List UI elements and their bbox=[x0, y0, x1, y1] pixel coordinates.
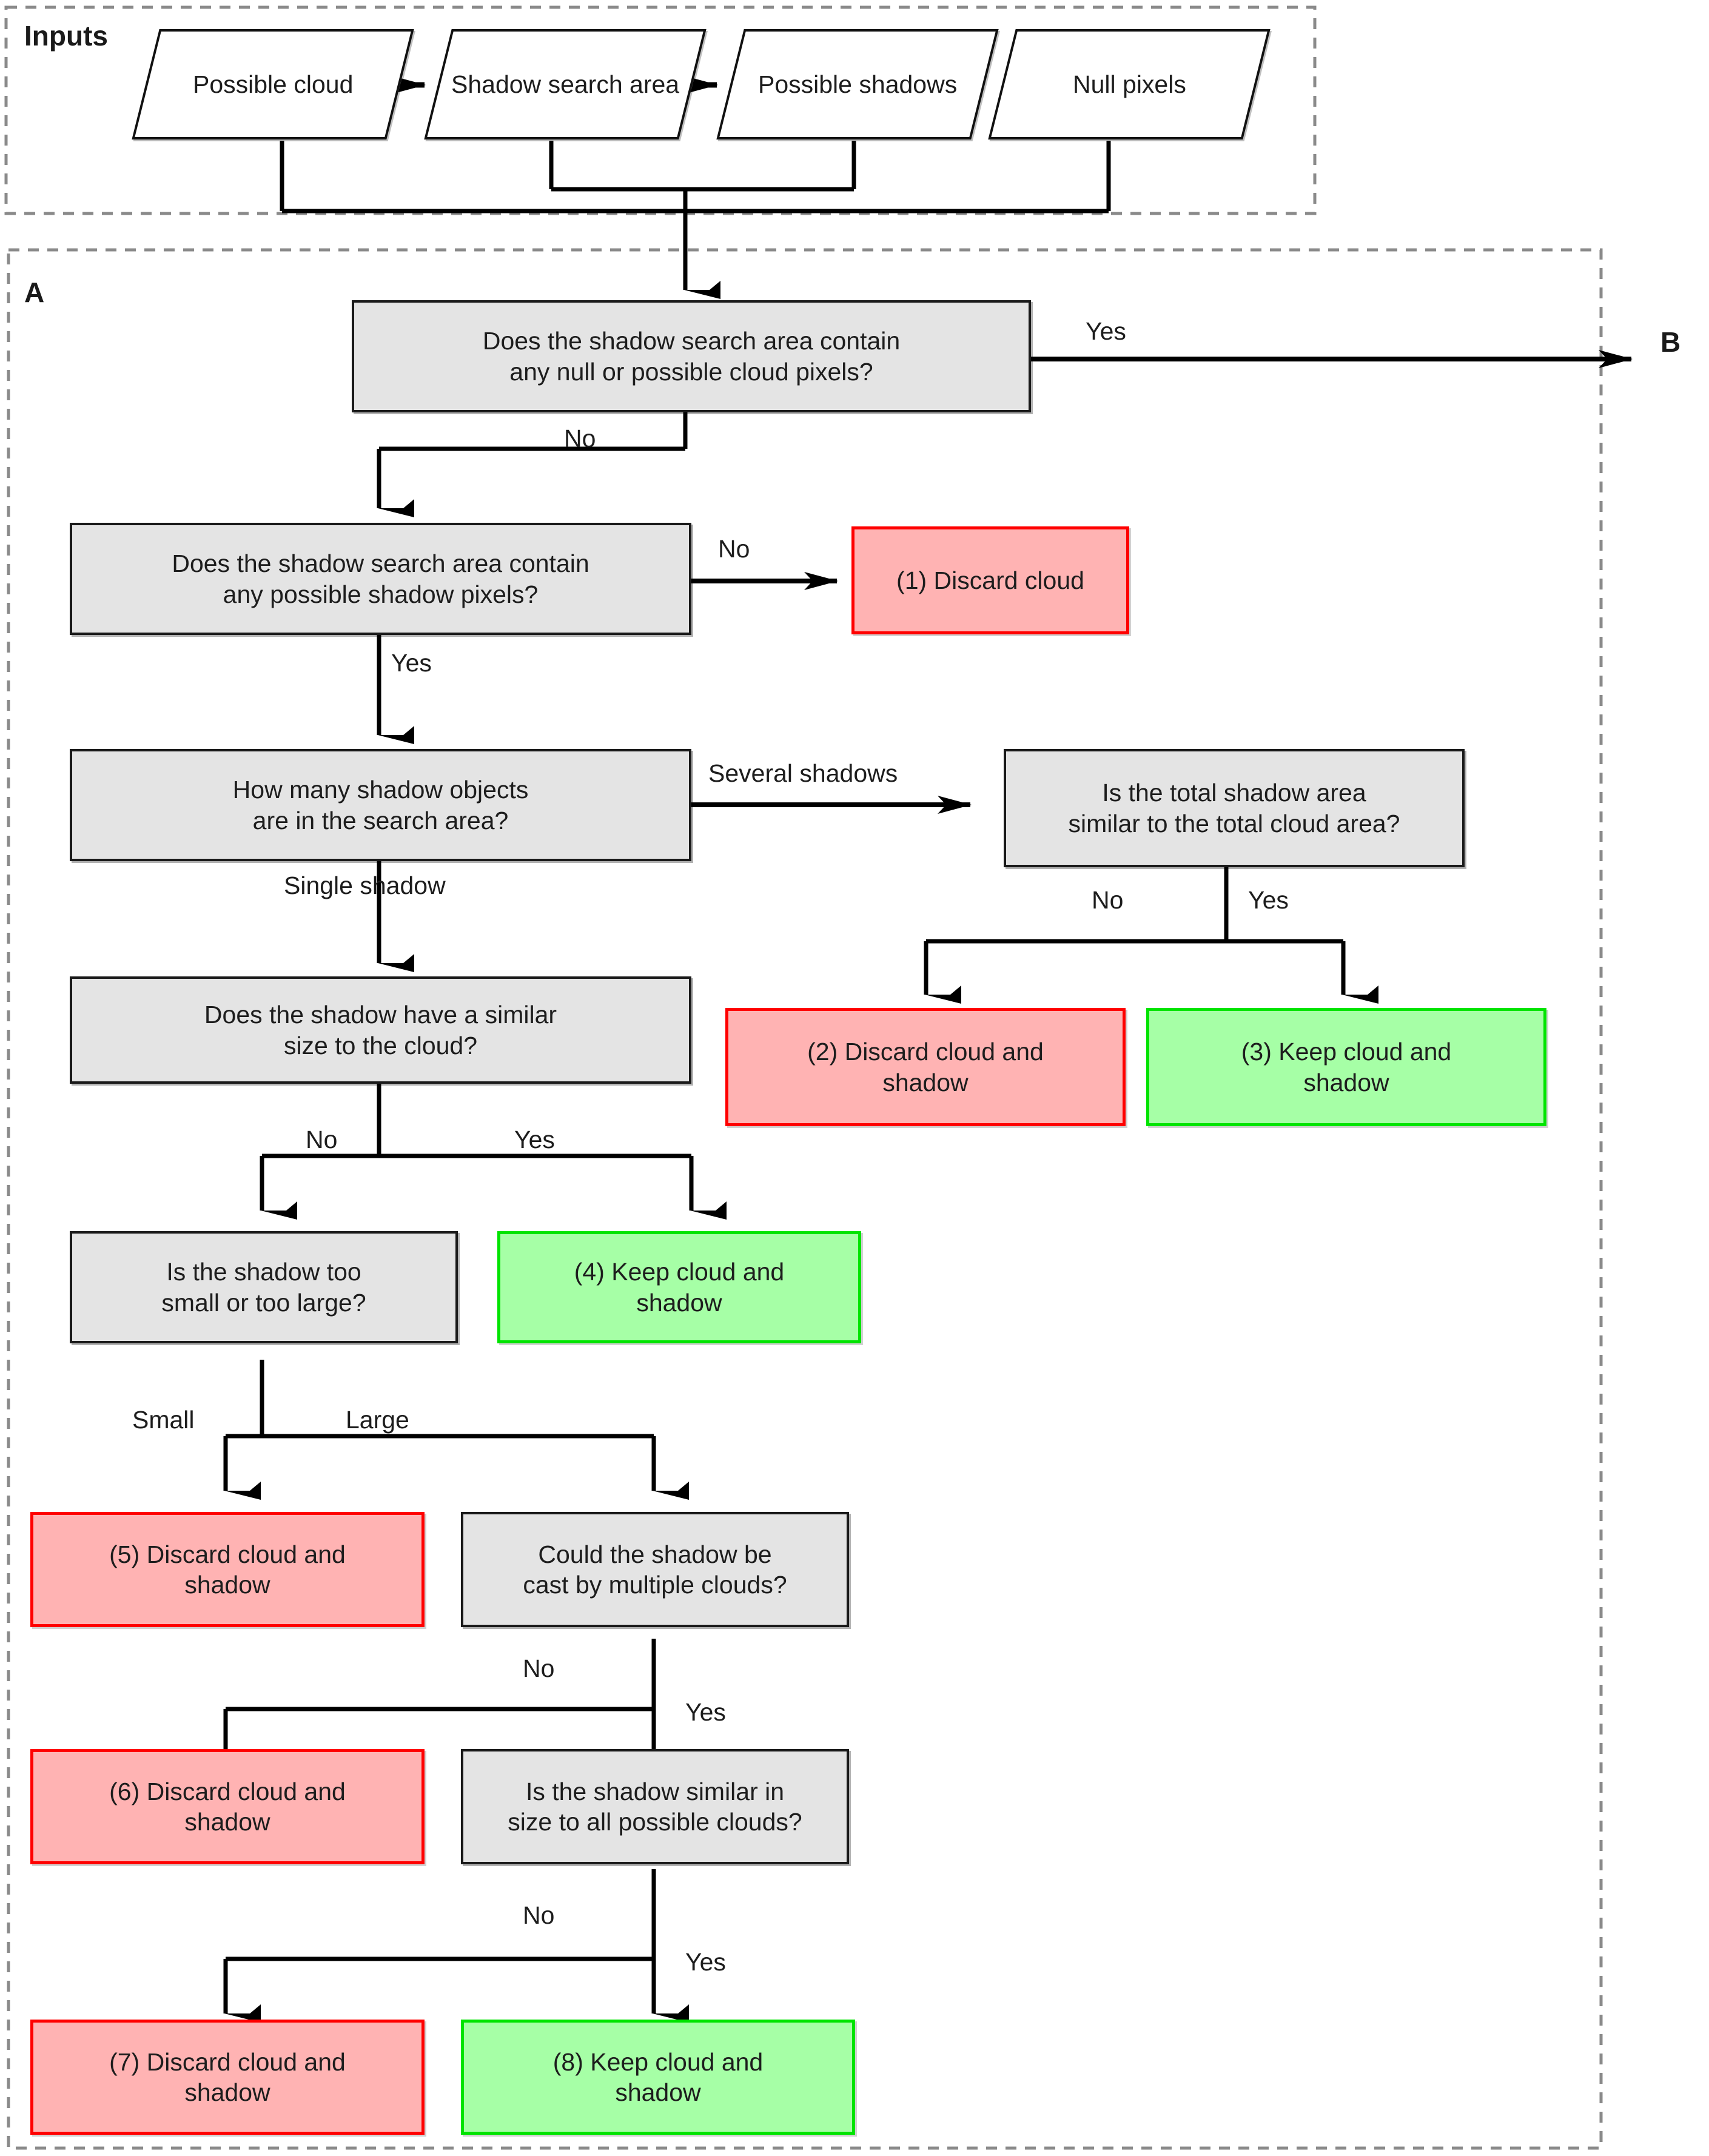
input-shadow-search-area[interactable]: Shadow search area bbox=[424, 29, 707, 139]
result-5-line1: (5) Discard cloud and bbox=[109, 1540, 346, 1568]
decision-shadow-too-small-or-large-line2: small or too large? bbox=[161, 1288, 366, 1317]
decision-shadow-too-small-or-large[interactable]: Is the shadow too small or too large? bbox=[70, 1231, 458, 1343]
edge-label-d2-no: No bbox=[718, 535, 750, 563]
edge-label-d2-yes: Yes bbox=[391, 649, 432, 677]
decision-possible-shadow-pixels[interactable]: Does the shadow search area contain any … bbox=[70, 523, 691, 635]
decision-shadow-cast-by-multiple-clouds[interactable]: Could the shadow be cast by multiple clo… bbox=[461, 1512, 849, 1627]
result-2-line1: (2) Discard cloud and bbox=[807, 1038, 1044, 1066]
edge-label-d1-yes: Yes bbox=[1086, 317, 1126, 345]
edge-label-d8-no: No bbox=[523, 1901, 555, 1929]
edge-label-d3-several-shadows: Several shadows bbox=[708, 759, 898, 787]
edge-label-d7-yes: Yes bbox=[685, 1698, 726, 1726]
decision-possible-shadow-pixels-line1: Does the shadow search area contain bbox=[172, 549, 589, 578]
edge-label-d3-single-shadow: Single shadow bbox=[284, 871, 446, 899]
input-shadow-search-area-line1: Shadow bbox=[451, 70, 542, 98]
decision-how-many-shadow-objects-line2: are in the search area? bbox=[252, 806, 509, 835]
input-possible-cloud-line2: cloud bbox=[294, 70, 354, 98]
decision-shadow-cast-by-multiple-clouds-line2: cast by multiple clouds? bbox=[523, 1571, 787, 1599]
edge-label-d6-small: Small bbox=[132, 1406, 195, 1434]
decision-shadow-too-small-or-large-line1: Is the shadow too bbox=[166, 1258, 361, 1286]
result-8-line1: (8) Keep cloud and bbox=[552, 2047, 764, 2076]
decision-how-many-shadow-objects[interactable]: How many shadow objects are in the searc… bbox=[70, 749, 691, 861]
edge-label-d5-no: No bbox=[306, 1126, 338, 1154]
group-a-label: A bbox=[24, 277, 45, 308]
inputs-group-label: Inputs bbox=[24, 20, 108, 52]
input-possible-shadows-line2: shadows bbox=[859, 70, 958, 98]
edge-label-d4-yes: Yes bbox=[1248, 886, 1289, 914]
edge-label-d5-yes: Yes bbox=[514, 1126, 555, 1154]
result-8-keep-cloud-and-shadow[interactable]: (8) Keep cloud and shadow bbox=[461, 2020, 855, 2135]
result-2-line2: shadow bbox=[882, 1068, 969, 1096]
input-possible-shadows[interactable]: Possible shadows bbox=[716, 29, 999, 139]
input-null-pixels-line1: Null pixels bbox=[1072, 70, 1186, 98]
decision-null-or-cloud-pixels-line2: any null or possible cloud pixels? bbox=[509, 357, 873, 386]
result-4-keep-cloud-and-shadow[interactable]: (4) Keep cloud and shadow bbox=[497, 1231, 861, 1343]
result-7-discard-cloud-and-shadow[interactable]: (7) Discard cloud and shadow bbox=[30, 2020, 425, 2135]
decision-total-shadow-area-similar[interactable]: Is the total shadow area similar to the … bbox=[1004, 749, 1465, 867]
result-7-line1: (7) Discard cloud and bbox=[109, 2047, 346, 2076]
decision-shadow-similar-to-all-clouds-line1: Is the shadow similar in bbox=[525, 1777, 785, 1805]
decision-total-shadow-area-similar-line2: similar to the total cloud area? bbox=[1068, 809, 1400, 838]
decision-shadow-similar-to-all-clouds-line2: size to all possible clouds? bbox=[508, 1808, 802, 1836]
decision-how-many-shadow-objects-line1: How many shadow objects bbox=[232, 776, 529, 804]
result-3-line2: shadow bbox=[1303, 1068, 1389, 1096]
decision-possible-shadow-pixels-line2: any possible shadow pixels? bbox=[223, 580, 539, 608]
result-5-discard-cloud-and-shadow[interactable]: (5) Discard cloud and shadow bbox=[30, 1512, 425, 1627]
input-possible-cloud[interactable]: Possible cloud bbox=[132, 29, 414, 139]
input-possible-shadows-line1: Possible bbox=[757, 70, 852, 98]
edge-label-d8-yes: Yes bbox=[685, 1948, 726, 1976]
decision-shadow-similar-to-all-clouds[interactable]: Is the shadow similar in size to all pos… bbox=[461, 1749, 849, 1864]
decision-shadow-cast-by-multiple-clouds-line1: Could the shadow be bbox=[538, 1540, 772, 1568]
input-possible-cloud-line1: Possible bbox=[192, 70, 287, 98]
edge-label-d6-large: Large bbox=[346, 1406, 409, 1434]
edge-label-d7-no: No bbox=[523, 1654, 555, 1682]
result-4-line2: shadow bbox=[636, 1288, 722, 1317]
decision-shadow-similar-size-to-cloud-line1: Does the shadow have a similar bbox=[204, 1001, 557, 1029]
result-1-discard-cloud-line1: (1) Discard cloud bbox=[896, 566, 1084, 594]
result-4-line1: (4) Keep cloud and bbox=[574, 1258, 785, 1286]
result-6-discard-cloud-and-shadow[interactable]: (6) Discard cloud and shadow bbox=[30, 1749, 425, 1864]
result-3-keep-cloud-and-shadow[interactable]: (3) Keep cloud and shadow bbox=[1146, 1008, 1546, 1126]
edge-label-d1-no: No bbox=[564, 425, 596, 452]
edge-label-d4-no: No bbox=[1092, 886, 1124, 914]
decision-shadow-similar-size-to-cloud-line2: size to the cloud? bbox=[283, 1031, 478, 1060]
decision-shadow-similar-size-to-cloud[interactable]: Does the shadow have a similar size to t… bbox=[70, 976, 691, 1084]
input-shadow-search-area-line2: search area bbox=[548, 70, 680, 98]
result-5-line2: shadow bbox=[184, 1571, 270, 1599]
result-7-line2: shadow bbox=[184, 2078, 270, 2106]
input-null-pixels[interactable]: Null pixels bbox=[988, 29, 1271, 139]
decision-total-shadow-area-similar-line1: Is the total shadow area bbox=[1102, 779, 1366, 807]
result-2-discard-cloud-and-shadow[interactable]: (2) Discard cloud and shadow bbox=[725, 1008, 1126, 1126]
decision-null-or-cloud-pixels[interactable]: Does the shadow search area contain any … bbox=[352, 300, 1031, 412]
group-b-connector-label: B bbox=[1660, 326, 1681, 358]
result-6-line1: (6) Discard cloud and bbox=[109, 1777, 346, 1805]
result-3-line1: (3) Keep cloud and bbox=[1241, 1038, 1452, 1066]
result-1-discard-cloud[interactable]: (1) Discard cloud bbox=[851, 526, 1129, 634]
result-6-line2: shadow bbox=[184, 1808, 270, 1836]
result-8-line2: shadow bbox=[615, 2078, 701, 2106]
decision-null-or-cloud-pixels-line1: Does the shadow search area contain bbox=[482, 327, 901, 355]
